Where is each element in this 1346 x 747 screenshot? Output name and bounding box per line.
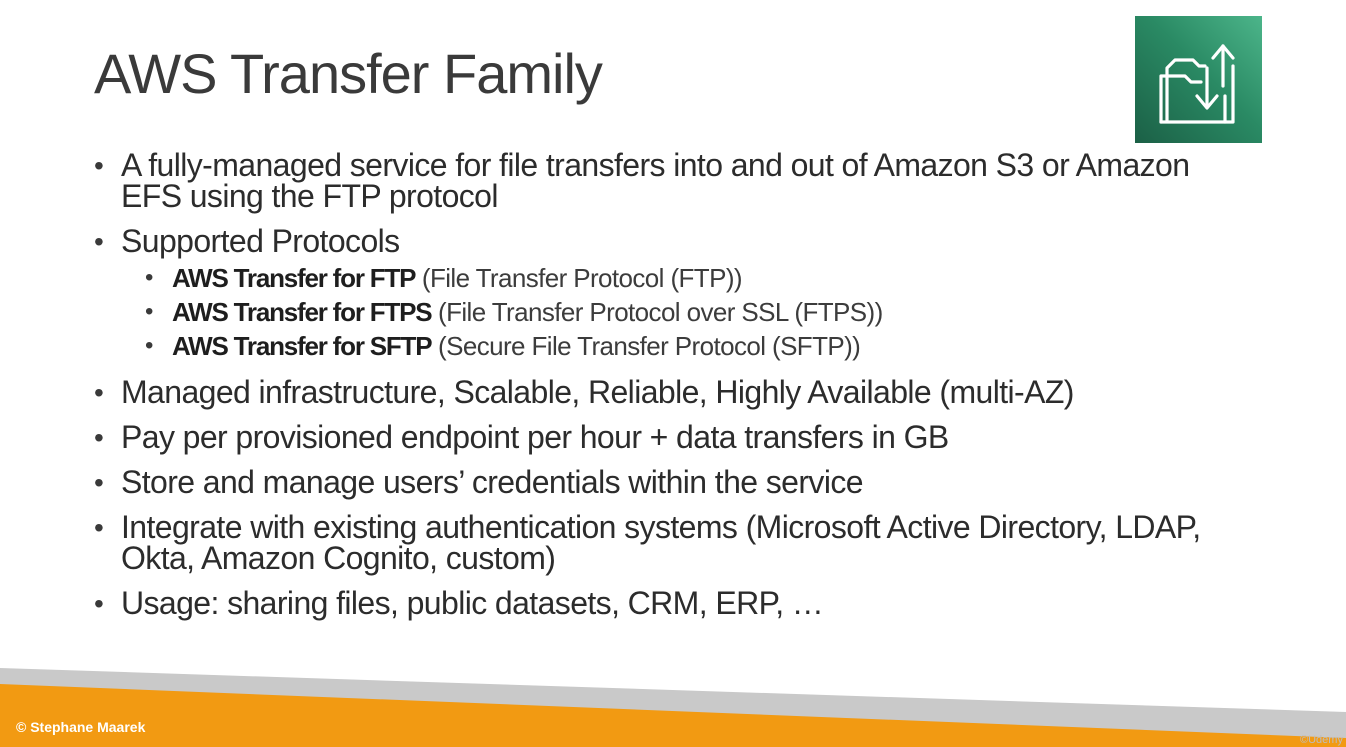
bullet-item: Supported Protocols AWS Transfer for FTP…: [94, 225, 1214, 363]
protocol-detail: (Secure File Transfer Protocol (SFTP)): [431, 331, 861, 361]
protocol-item: AWS Transfer for FTPS (File Transfer Pro…: [145, 295, 1214, 329]
folder-transfer-icon: [1159, 44, 1235, 124]
copyright-text: © Stephane Maarek: [16, 719, 146, 735]
protocol-item: AWS Transfer for FTP (File Transfer Prot…: [145, 261, 1214, 295]
bullet-list: A fully-managed service for file transfe…: [94, 149, 1214, 633]
protocol-item: AWS Transfer for SFTP (Secure File Trans…: [145, 329, 1214, 363]
protocol-name: AWS Transfer for SFTP: [172, 331, 433, 361]
protocol-detail: (File Transfer Protocol (FTP)): [415, 263, 743, 293]
bullet-item: Managed infrastructure, Scalable, Reliab…: [94, 376, 1214, 408]
bullet-item: Store and manage users’ credentials with…: [94, 466, 1214, 498]
bullet-item: Pay per provisioned endpoint per hour + …: [94, 421, 1214, 453]
slide-title: AWS Transfer Family: [94, 42, 603, 105]
protocol-name: AWS Transfer for FTP: [172, 263, 416, 293]
protocol-detail: (File Transfer Protocol over SSL (FTPS)): [431, 297, 883, 327]
protocol-name: AWS Transfer for FTPS: [172, 297, 433, 327]
bullet-item: A fully-managed service for file transfe…: [94, 149, 1214, 212]
bullet-item: Integrate with existing authentication s…: [94, 511, 1214, 574]
aws-transfer-family-icon: [1135, 16, 1262, 143]
bullet-item: Usage: sharing files, public datasets, C…: [94, 587, 1214, 619]
udemy-watermark: ©Udemy: [1300, 734, 1343, 746]
protocol-list: AWS Transfer for FTP (File Transfer Prot…: [121, 261, 1214, 363]
